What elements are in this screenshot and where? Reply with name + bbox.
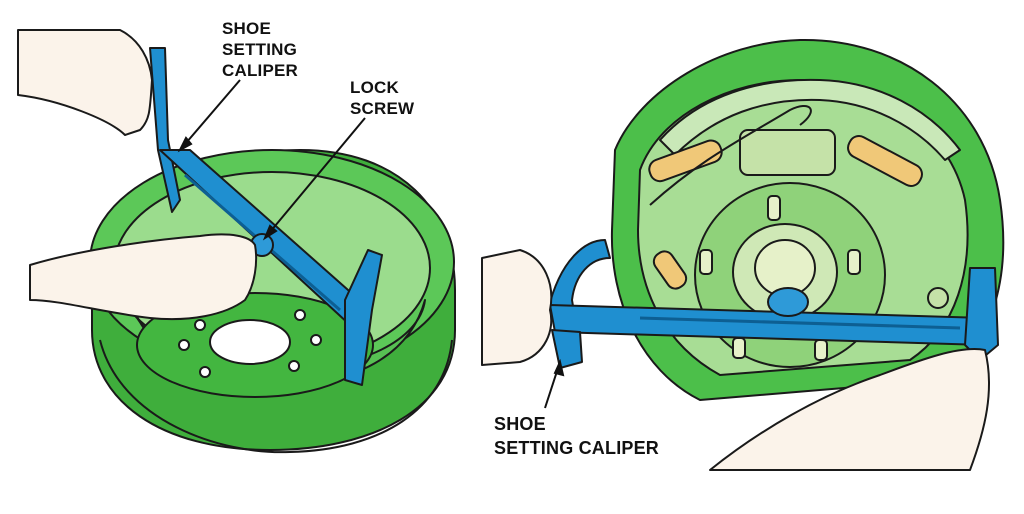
right-shoe-setting-caliper: [547, 239, 999, 369]
lock-screw-label: LOCK SCREW: [350, 77, 414, 119]
right-brake-springs: [648, 105, 923, 290]
left-shoe-setting-caliper: [149, 47, 383, 386]
label-line: SETTING CALIPER: [494, 438, 660, 458]
shoe-setting-caliper-label-left: SHOE SETTING CALIPER: [222, 18, 298, 81]
left-callout-leaders: [177, 79, 366, 241]
left-hands: [17, 29, 258, 321]
label-line: SETTING: [222, 40, 298, 59]
label-line: SHOE: [494, 414, 546, 434]
right-hands: [481, 249, 990, 471]
label-line: LOCK: [350, 78, 399, 97]
label-line: SCREW: [350, 99, 415, 118]
shoe-setting-caliper-label-right: SHOE SETTING CALIPER: [494, 412, 659, 460]
label-line: CALIPER: [222, 61, 299, 80]
label-line: SHOE: [222, 19, 271, 38]
right-callout-leader: [544, 358, 565, 409]
right-backing-plate: [610, 38, 1005, 401]
